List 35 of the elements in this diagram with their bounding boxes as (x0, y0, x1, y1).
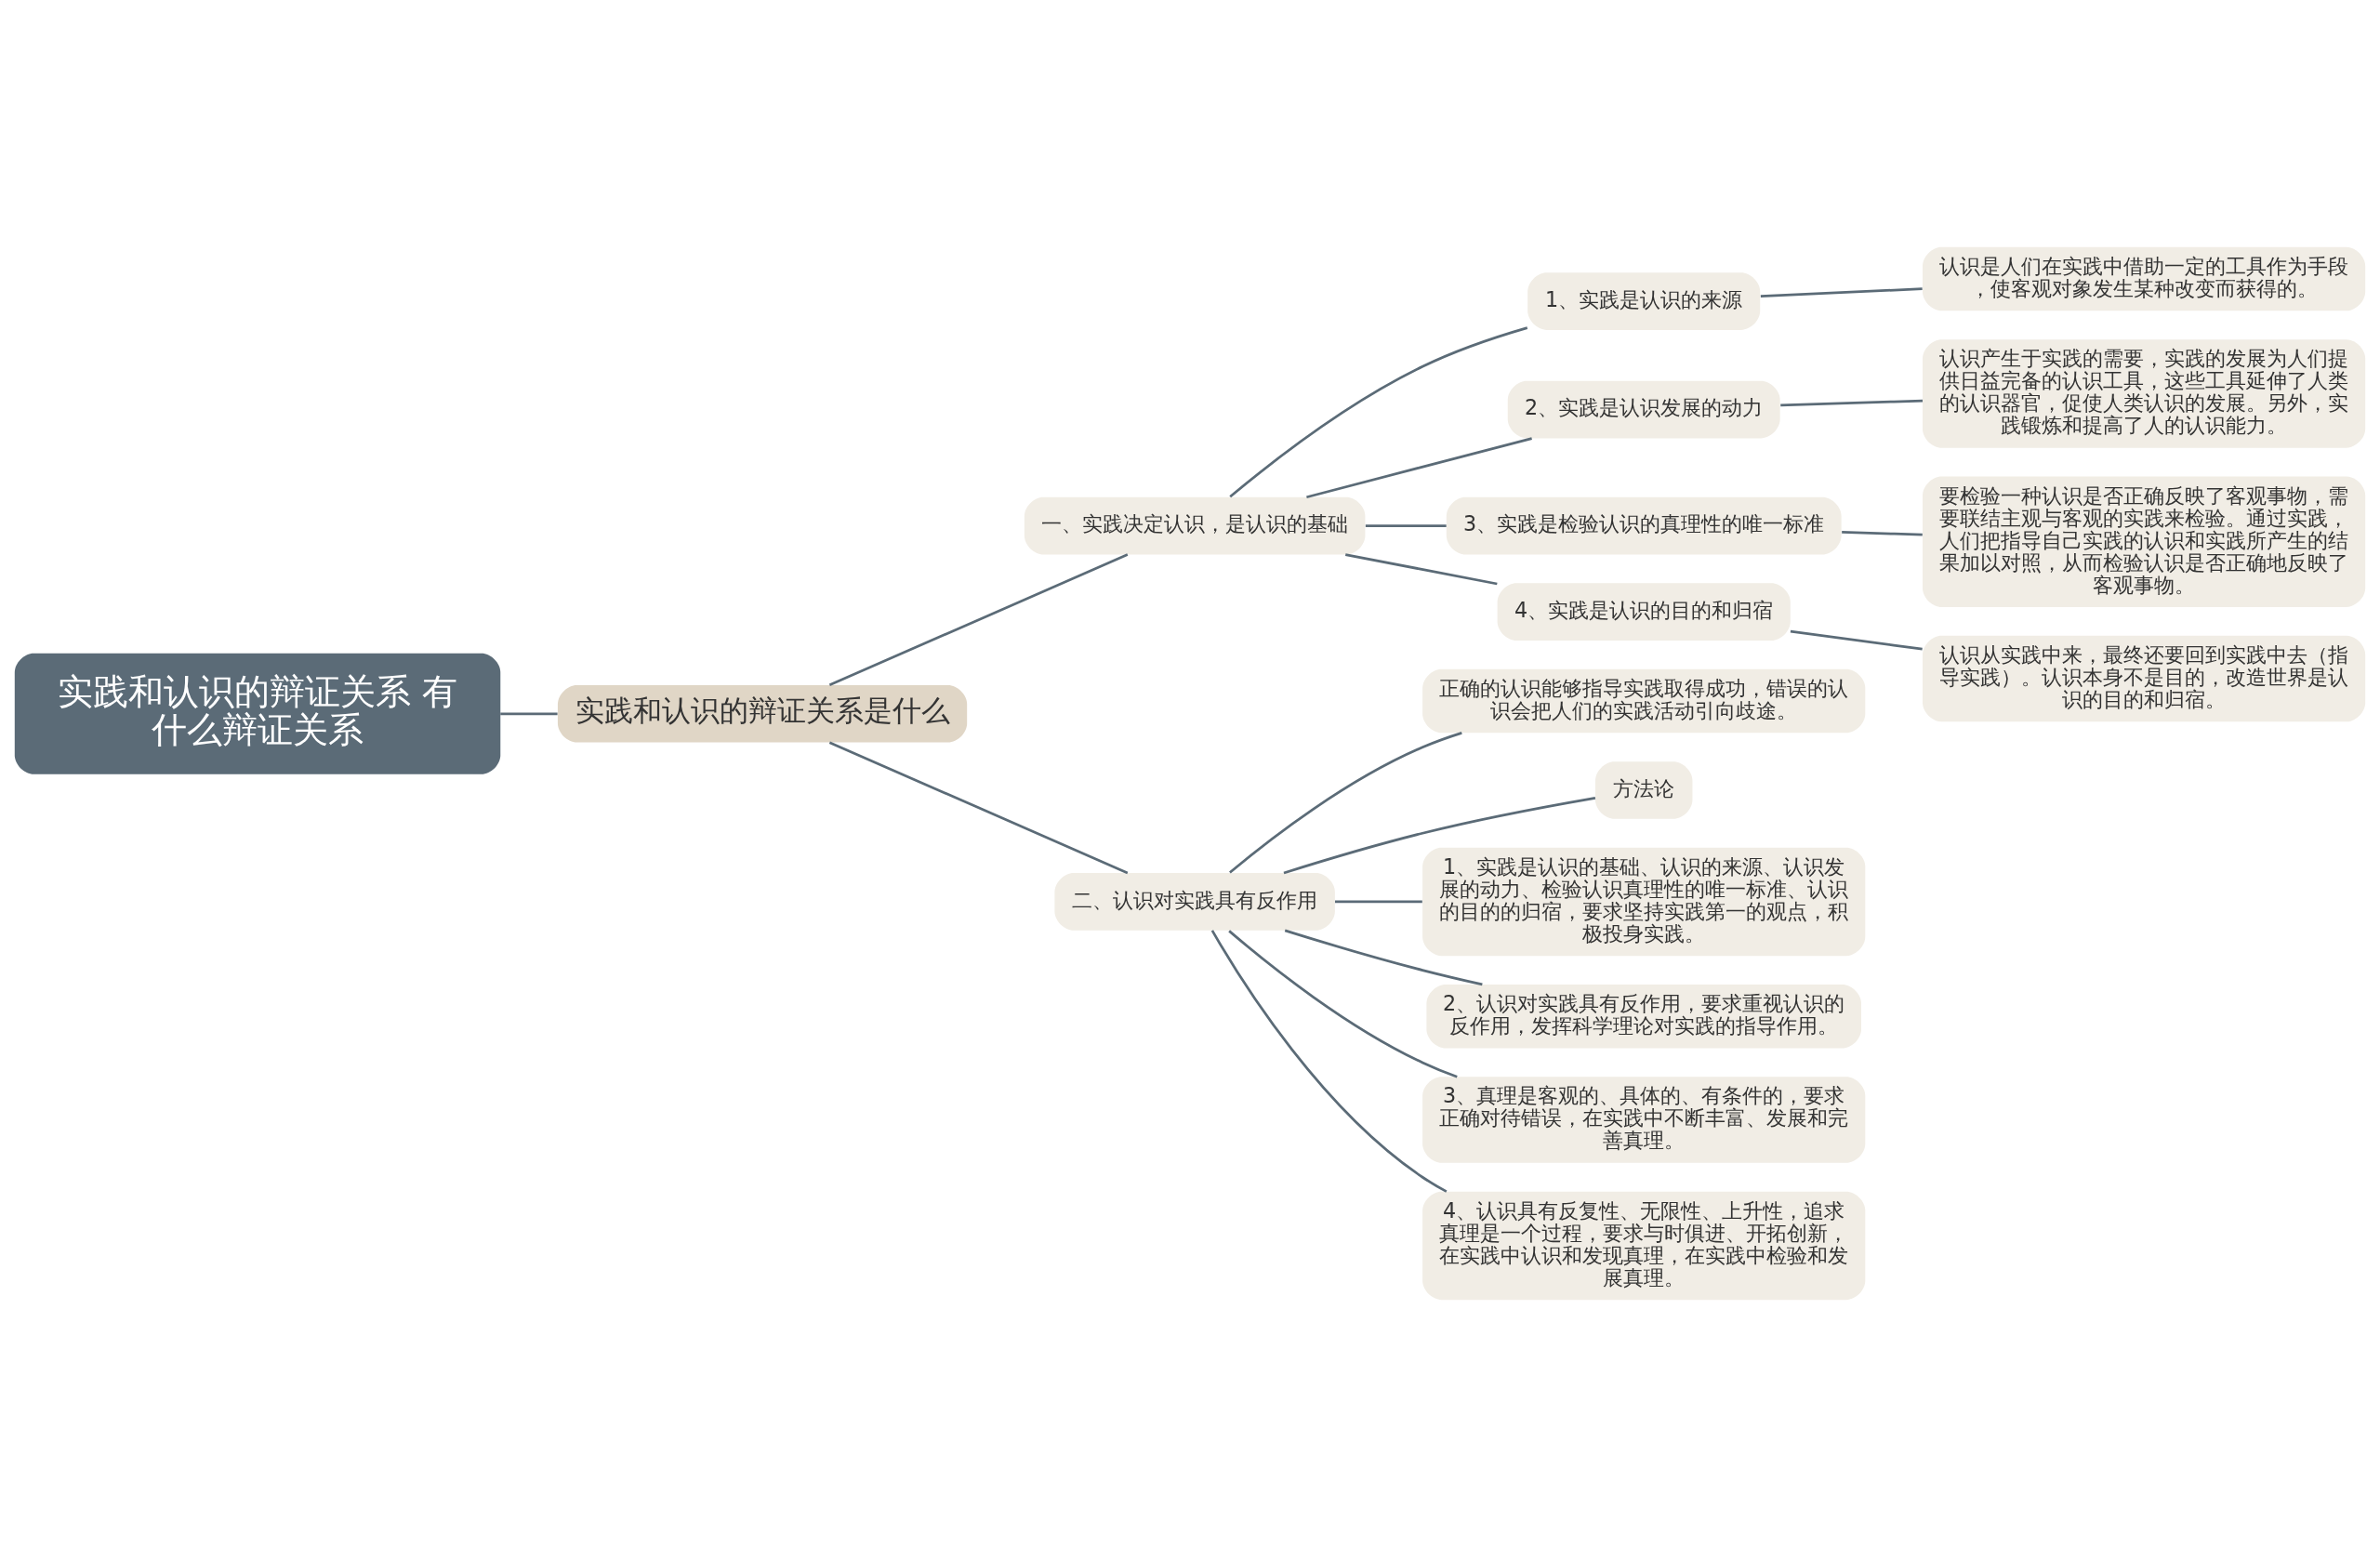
connector (828, 553, 1129, 687)
node-box: 2、实践是认识发展的动力 (1507, 380, 1780, 439)
connector (1335, 900, 1422, 904)
node-box: 2、认识对实践具有反作用，要求重视认识的反作用，发挥科学理论对实践的指导作用。 (1426, 984, 1862, 1049)
connector (828, 741, 1129, 875)
connector (500, 712, 558, 716)
node-box: 二、认识对实践具有反作用 (1054, 873, 1335, 931)
connector (1229, 732, 1462, 874)
connector (1780, 399, 1924, 407)
node-box: 方法论 (1594, 761, 1693, 819)
node-box: 要检验一种认识是否正确反映了客观事物，需要联结主观与客观的实践来检验。通过实践，人们把指导自己实践的认识和实践所产生的结果加以对照，从而检验认识是否正确地反映了客观事物。 (1923, 476, 2366, 607)
connector (1842, 531, 1923, 536)
node-box: 3、真理是客观的、具体的、有条件的，要求正确对待错误，在实践中不断丰富、发展和完善真理。 (1422, 1077, 1866, 1163)
node-box: 一、实践决定认识，是认识的基础 (1024, 496, 1366, 555)
node-box: 4、认识具有反复性、无限性、上升性，追求真理是一个过程，要求与时俱进、开拓创新，在实践中认识和发现真理，在实践中检验和发展真理。 (1422, 1191, 1866, 1301)
connector (1760, 287, 1923, 298)
node-box: 1、实践是认识的来源 (1527, 272, 1761, 330)
node-box: 认识产生于实践的需要，实践的发展为人们提供日益完备的认识工具，这些工具延伸了人类的认识器官，促使人类认识的发展。另外，实践锻炼和提高了人的认识能力。 (1923, 339, 2366, 448)
connector (1344, 553, 1498, 586)
connector (1365, 524, 1447, 527)
node-box: 1、实践是认识的基础、认识的来源、认识发展的动力、检验认识真理性的唯一标准、认识的目的的归宿，要求坚持实践第一的观点，积极投身实践。 (1422, 847, 1866, 957)
connector (1229, 326, 1528, 498)
node-box: 4、实践是认识的目的和归宿 (1497, 583, 1791, 641)
connector (1283, 797, 1596, 875)
node-box: 认识从实践中来，最终还要回到实践中去（指导实践）。认识本身不是目的，改造世界是认识的目的和归宿。 (1923, 635, 2366, 722)
connector (1210, 930, 1448, 1193)
node-box: 实践和认识的辩证关系是什么 (557, 684, 968, 743)
connector (1284, 929, 1483, 986)
node-box: 3、实践是检验认识的真理性的唯一标准 (1446, 496, 1842, 555)
node-box: 正确的认识能够指导实践取得成功，错误的认识会把人们的实践活动引向歧途。 (1422, 668, 1866, 734)
connector (1228, 930, 1458, 1078)
node-box: 实践和认识的辩证关系 有什么辩证关系 (14, 653, 501, 774)
node-box: 认识是人们在实践中借助一定的工具作为手段，使客观对象发生某种改变而获得的。 (1923, 246, 2366, 311)
connector (1790, 629, 1923, 651)
connector (1306, 437, 1532, 499)
